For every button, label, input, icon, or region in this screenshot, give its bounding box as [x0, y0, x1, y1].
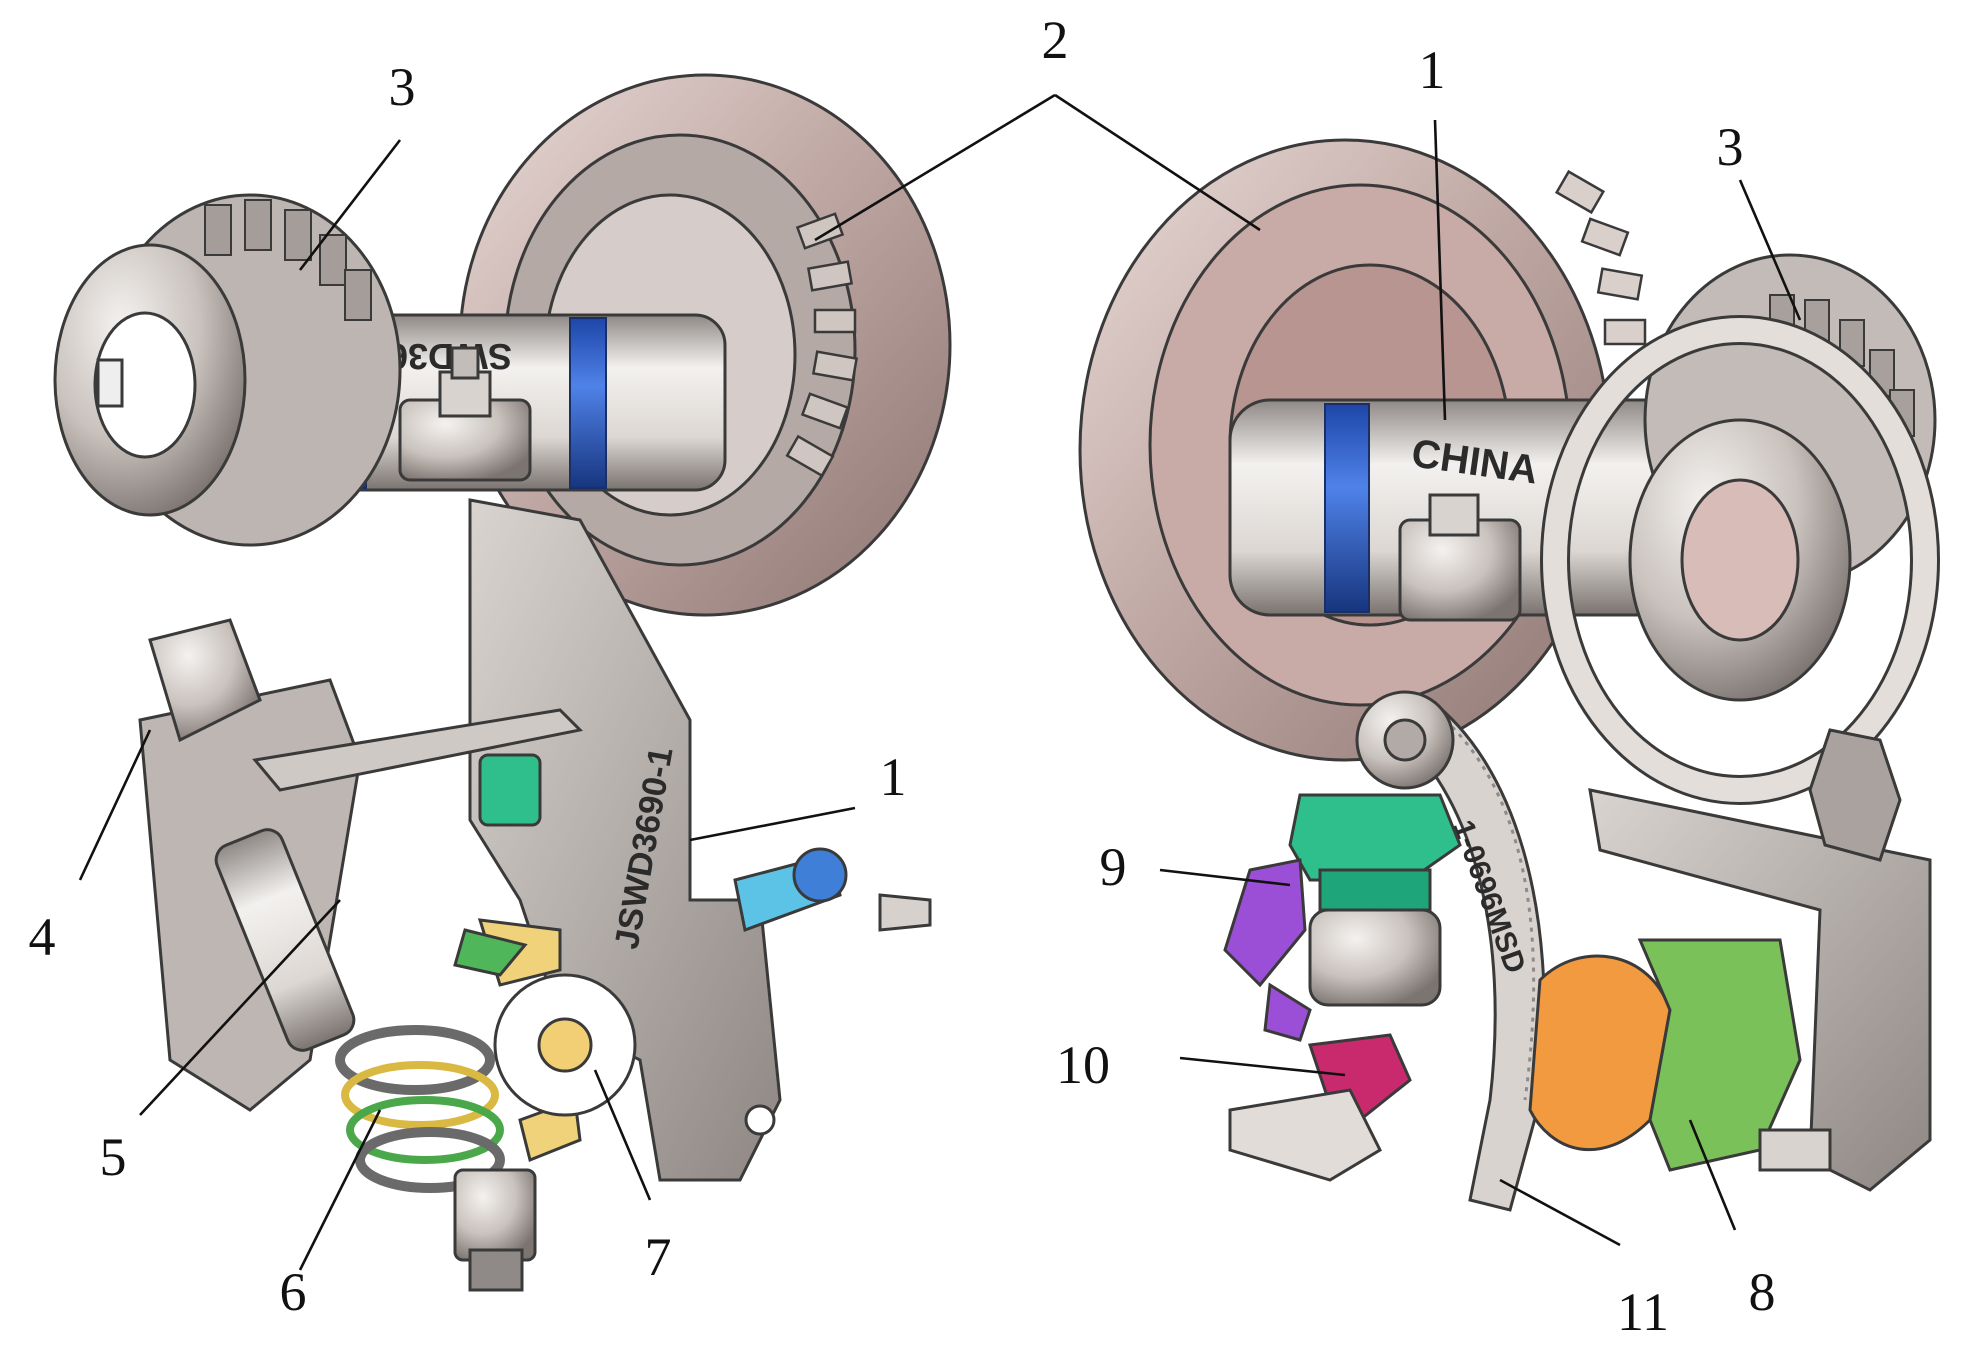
left-knotter-parts: [148, 618, 932, 1292]
callout-left-3: 3: [389, 57, 416, 117]
callout-left-2: 2: [1042, 10, 1069, 70]
right-assembly: CHINA 1-0696M: [1078, 138, 1940, 1212]
callout-left-5: 5: [100, 1127, 127, 1187]
left-frame: JSWD3690-1: [138, 498, 782, 1182]
leader-1-left: [689, 806, 856, 842]
leader-lines: [78, 93, 1802, 1271]
leader-11: [1499, 1178, 1621, 1247]
callout-right-11: 11: [1617, 1282, 1669, 1342]
leader-3-left: [298, 139, 402, 271]
leader-1-right: [1433, 119, 1447, 421]
callout-left-1: 1: [880, 747, 907, 807]
right-knotter-parts: [1223, 793, 1832, 1182]
leader-8: [1688, 1119, 1737, 1231]
callout-left-4: 4: [29, 907, 56, 967]
leader-3-right: [1738, 179, 1802, 321]
leader-5: [139, 899, 341, 1116]
leader-6: [298, 1109, 382, 1271]
callout-right-3: 3: [1717, 117, 1744, 177]
callout-left-7: 7: [645, 1227, 672, 1287]
callout-left-6: 6: [280, 1262, 307, 1322]
leader-10: [1179, 1056, 1346, 1077]
callout-right-9: 9: [1100, 837, 1127, 897]
right-frame: [1588, 728, 1932, 1192]
left-bevel-gear: [53, 193, 402, 547]
leader-7: [593, 1069, 652, 1201]
callout-right-1: 1: [1419, 40, 1446, 100]
left-cord-gear: [493, 973, 637, 1117]
leader-4: [78, 729, 152, 881]
left-assembly: SWD3690 JSWD3: [53, 73, 952, 1292]
left-spring: [335, 1025, 505, 1193]
callout-right-10: 10: [1056, 1035, 1110, 1095]
leader-2-right: [1054, 93, 1261, 232]
leader-2-left: [814, 93, 1056, 242]
callout-right-8: 8: [1749, 1262, 1776, 1322]
callout-labels: 2 3 1 4 5 6 7 1 3 9 10 11 8: [29, 10, 1776, 1342]
right-bevel-gear: [1540, 253, 1940, 805]
leader-9: [1159, 868, 1291, 887]
left-shaft-clamp: [398, 346, 532, 482]
